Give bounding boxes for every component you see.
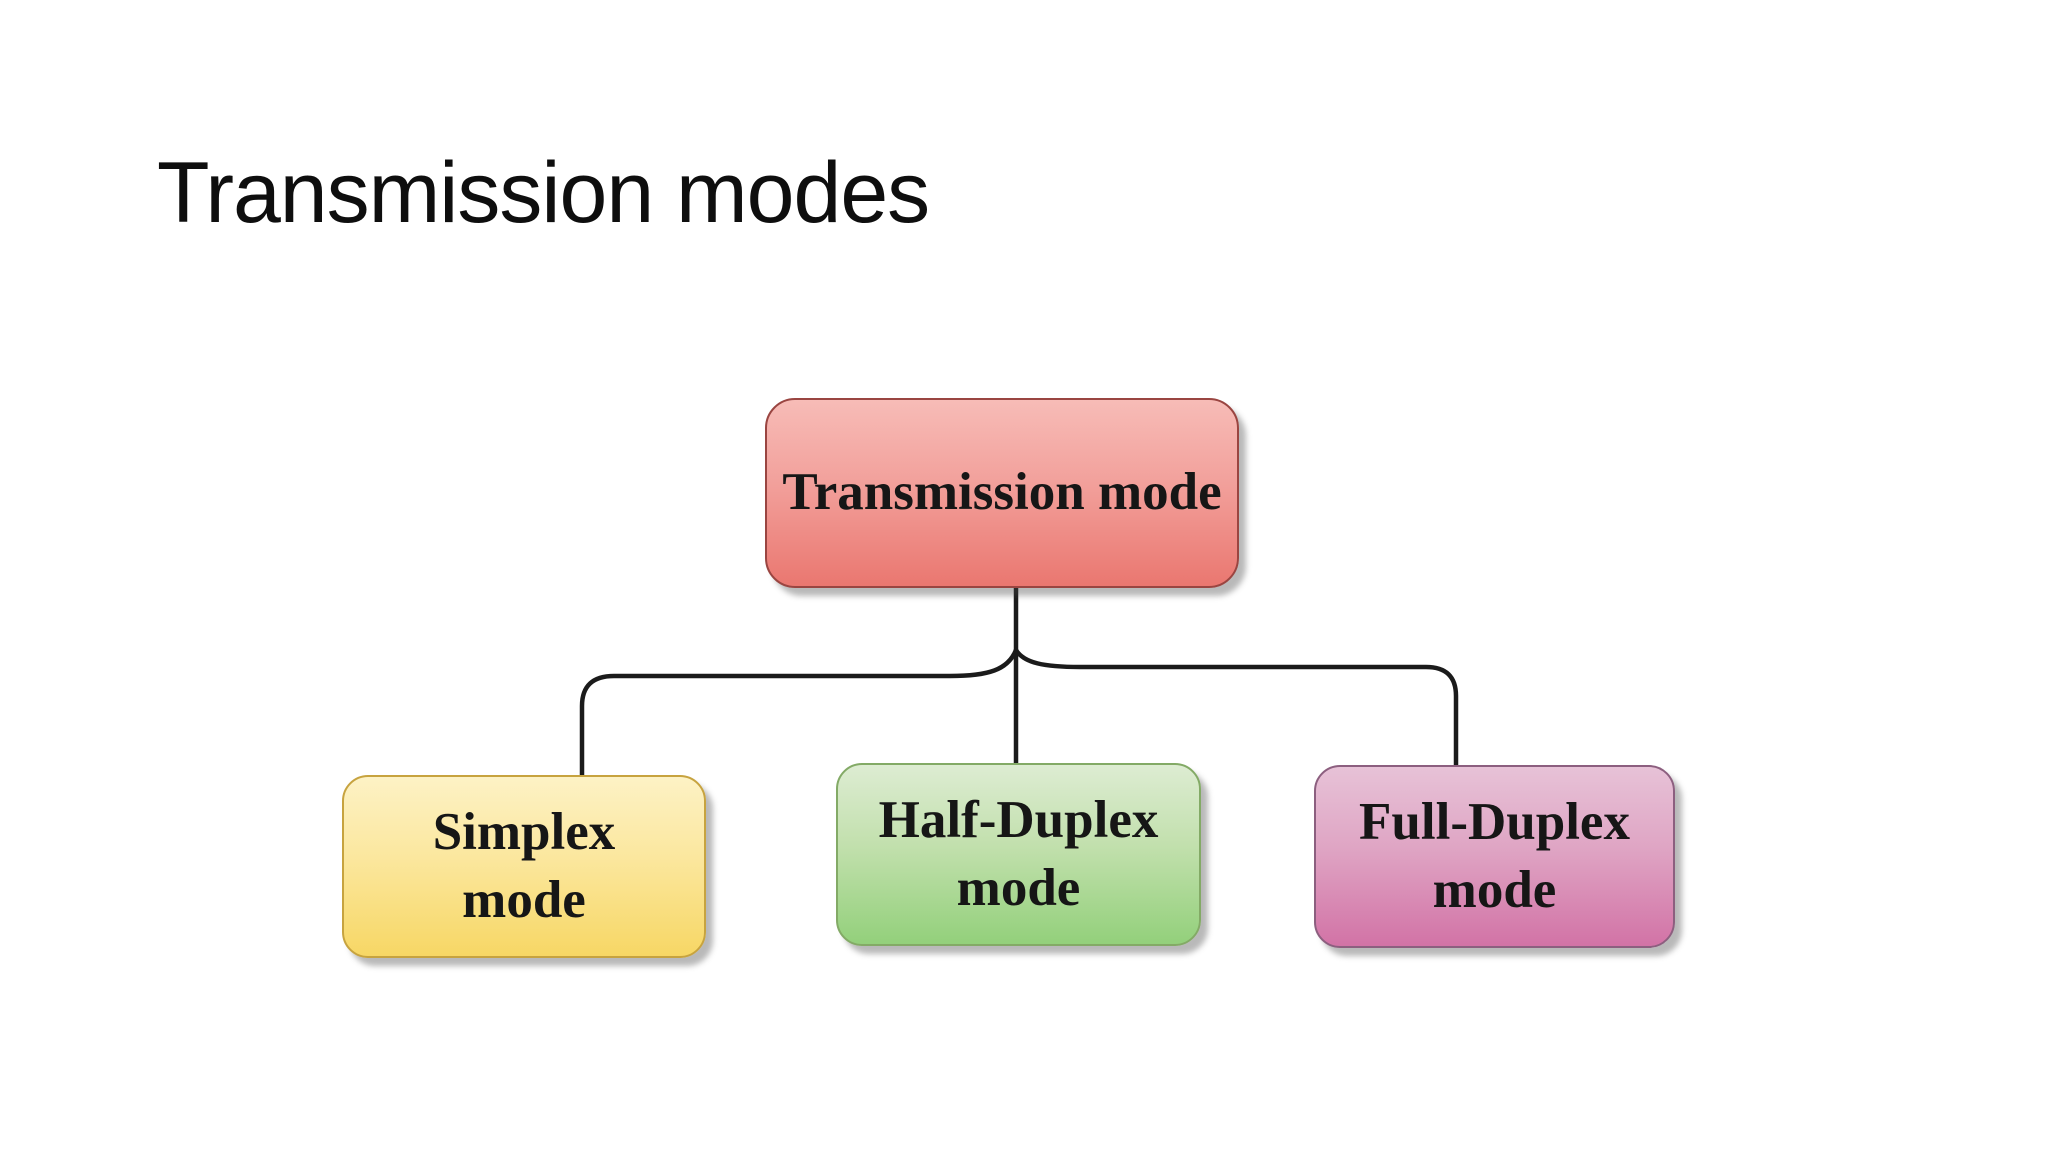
connector-root-to-full-duplex-line [1013, 647, 1459, 783]
node-simplex-mode-label-line1: Simplex [432, 802, 616, 861]
node-transmission-mode: Transmission mode [765, 398, 1239, 588]
node-half-duplex-mode-label-line2: mode [956, 858, 1081, 917]
node-half-duplex-mode-label-line1: Half-Duplex [878, 790, 1159, 849]
node-transmission-mode-label: Transmission mode [782, 463, 1222, 522]
node-simplex-mode: Simplex mode [342, 775, 706, 958]
node-half-duplex-mode: Half-Duplex mode [836, 763, 1201, 946]
node-full-duplex-mode-label-line1: Full-Duplex [1359, 792, 1630, 851]
node-full-duplex-mode: Full-Duplex mode [1314, 765, 1675, 948]
slide-title: Transmission modes [157, 145, 930, 241]
connector-root-to-simplex-line [579, 647, 1019, 793]
node-full-duplex-mode-label-line2: mode [1432, 860, 1557, 919]
node-simplex-mode-label-line2: mode [462, 870, 586, 929]
